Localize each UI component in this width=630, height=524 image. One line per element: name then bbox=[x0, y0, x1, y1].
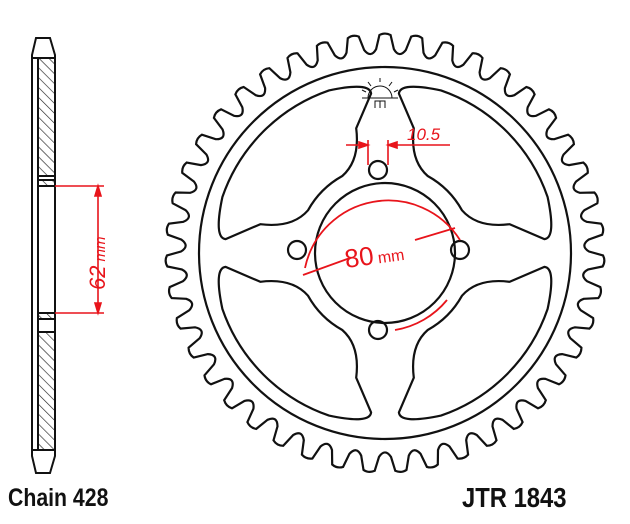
bolt-hole bbox=[367, 319, 389, 341]
sun-logo-icon bbox=[361, 78, 399, 108]
inner-ring bbox=[197, 65, 573, 441]
part-number: JTR 1843 bbox=[462, 482, 567, 513]
side-profile bbox=[31, 37, 56, 474]
bolt-hole bbox=[449, 239, 471, 261]
bolt-circle-dimension bbox=[302, 199, 461, 331]
hole-width-dimension bbox=[346, 140, 450, 165]
sprocket-front-view bbox=[164, 32, 606, 473]
bore-dimension-label: 62mm bbox=[85, 237, 110, 290]
lightening-window bbox=[217, 265, 373, 421]
bolt-hole bbox=[367, 159, 389, 181]
chain-label: Chain 428 bbox=[8, 484, 109, 512]
lightening-window bbox=[217, 85, 373, 241]
lightening-window bbox=[397, 85, 553, 241]
bolt-hole bbox=[286, 239, 308, 261]
bolt-circle-label: 80mm bbox=[343, 236, 406, 274]
lightening-window bbox=[397, 265, 553, 421]
sprocket-teeth bbox=[164, 32, 606, 473]
bore-dimension bbox=[55, 183, 104, 316]
hole-width-label: 10.5 bbox=[407, 125, 441, 144]
